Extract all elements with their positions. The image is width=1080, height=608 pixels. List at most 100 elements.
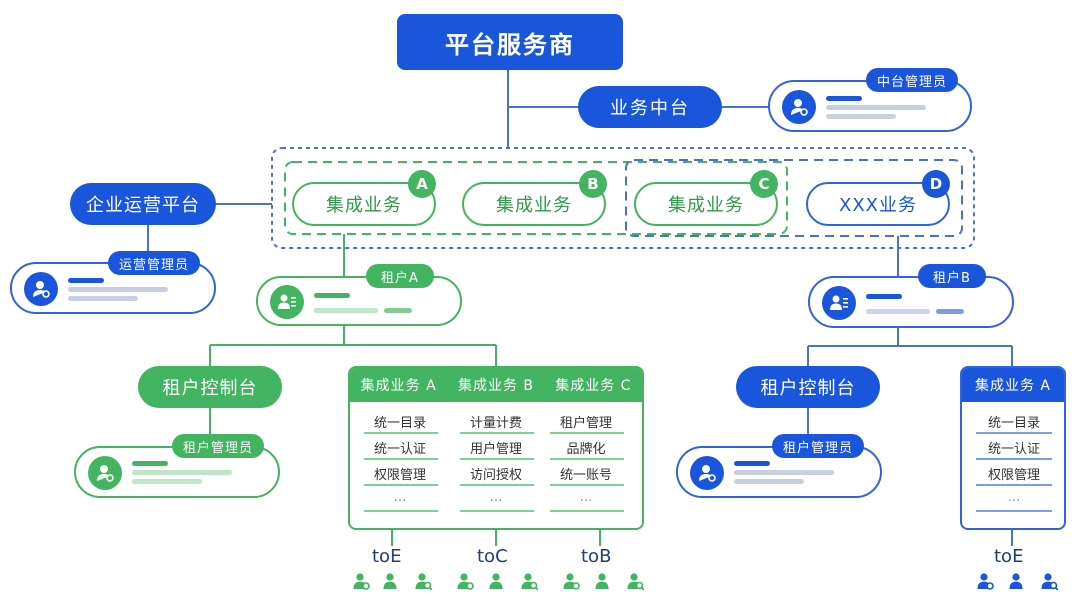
business-a-label: 集成业务 [326, 195, 402, 216]
table-cell: 统一认证 [987, 442, 1040, 457]
tenant-a-console-pill: 租户控制台 [138, 366, 282, 408]
info-bar [132, 470, 232, 475]
user-list-icon [270, 285, 304, 319]
user-icon [1008, 572, 1026, 590]
tenant-a-admin-tag-label: 租户管理员 [182, 440, 253, 456]
tenant-a-console-label: 租户控制台 [162, 378, 258, 399]
tenant-a-tag-label: 租户A [381, 270, 419, 286]
row-divider [364, 484, 438, 486]
user-list-icon [822, 286, 856, 320]
ops-admin-tag-label: 运营管理员 [118, 257, 189, 273]
name-bar [826, 96, 862, 101]
table-header-cell: 集成业务 B [457, 378, 535, 394]
platform-provider-label: 平台服务商 [445, 30, 575, 59]
user-icon [382, 572, 400, 590]
table-cell: 权限管理 [373, 468, 426, 483]
row-divider [364, 458, 438, 460]
row-divider [364, 432, 438, 434]
user-icon [594, 572, 612, 590]
user-gear-icon [88, 456, 122, 490]
table-cell: … [393, 490, 407, 505]
middle-admin-tag-label: 中台管理员 [876, 74, 947, 90]
row-divider [976, 458, 1052, 460]
info-bar [826, 114, 896, 119]
tenant-b-console-label: 租户控制台 [760, 378, 856, 399]
table-cell: 权限管理 [987, 468, 1040, 483]
enterprise-ops-pill: 企业运营平台 [70, 183, 216, 225]
platform-provider-box: 平台服务商 [397, 14, 623, 70]
user-gear-icon [562, 572, 580, 590]
business-c-pill: 集成业务 [634, 182, 778, 226]
tenant-a-admin-card [74, 446, 280, 498]
user-icon [488, 572, 506, 590]
middle-admin-tag: 中台管理员 [866, 68, 958, 92]
table-cell: 统一认证 [373, 442, 426, 457]
row-divider [460, 484, 534, 486]
row-divider [550, 484, 624, 486]
table-header: 集成业务 A 集成业务 B 集成业务 C [350, 368, 642, 402]
table-cell: … [489, 490, 503, 505]
user-gear-icon [782, 90, 816, 124]
enterprise-ops-label: 企业运营平台 [86, 195, 200, 216]
badge-d: D [922, 170, 950, 198]
name-bar [68, 278, 104, 283]
row-divider [976, 484, 1052, 486]
table-header: 集成业务 A [962, 368, 1064, 402]
tenant-b-admin-tag: 租户管理员 [772, 434, 864, 458]
info-bar [68, 287, 168, 292]
row-divider [976, 432, 1052, 434]
row-divider [460, 432, 534, 434]
name-bar [734, 461, 770, 466]
user-gear-icon [976, 572, 994, 590]
name-bar [866, 294, 902, 299]
tenant-a-tag: 租户A [366, 264, 434, 288]
info-bar [314, 308, 378, 313]
business-c-label: 集成业务 [668, 195, 744, 216]
info-bar [866, 309, 930, 314]
middle-platform-pill: 业务中台 [578, 86, 722, 128]
table-cell: 访问授权 [469, 468, 522, 483]
info-bar [936, 309, 964, 314]
info-bar [132, 479, 202, 484]
row-divider [550, 510, 624, 512]
row-divider [550, 458, 624, 460]
user-search-icon [414, 572, 433, 591]
table-header-cell: 集成业务 C [555, 378, 632, 394]
table-cell: 品牌化 [566, 442, 606, 457]
user-gear-icon [24, 272, 58, 306]
user-search-icon [1040, 572, 1059, 591]
target-toe-label: toE [372, 546, 402, 567]
tenant-a-business-table: 集成业务 A 集成业务 B 集成业务 C 统一目录 计量计费 租户管理 统一认证… [348, 366, 644, 530]
badge-b: B [579, 170, 607, 198]
name-bar [132, 461, 168, 466]
badge-a-label: A [416, 175, 428, 193]
info-bar [68, 296, 138, 301]
badge-b-label: B [587, 175, 599, 193]
badge-c: C [750, 170, 778, 198]
info-bar [384, 308, 412, 313]
row-divider [364, 510, 438, 512]
user-gear-icon [690, 456, 724, 490]
business-d-label: XXX业务 [839, 195, 917, 216]
user-gear-icon [456, 572, 474, 590]
info-bar [734, 470, 834, 475]
tenant-b-tag: 租户B [918, 264, 986, 288]
tenant-b-tag-label: 租户B [933, 270, 971, 286]
middle-platform-label: 业务中台 [610, 98, 690, 119]
table-cell: 统一目录 [373, 416, 426, 431]
target-tob-label: toB [581, 546, 612, 567]
table-cell: 用户管理 [469, 442, 522, 457]
badge-d-label: D [929, 175, 943, 193]
row-divider [460, 458, 534, 460]
info-bar [826, 105, 926, 110]
business-b-label: 集成业务 [496, 195, 572, 216]
table-cell: 统一账号 [559, 468, 612, 483]
row-divider [550, 432, 624, 434]
ops-admin-tag: 运营管理员 [108, 251, 200, 275]
name-bar [314, 293, 350, 298]
table-cell: … [1007, 490, 1021, 505]
target-toe-b-label: toE [994, 546, 1024, 567]
table-cell: 统一目录 [987, 416, 1040, 431]
tenant-a-admin-tag: 租户管理员 [172, 434, 264, 458]
